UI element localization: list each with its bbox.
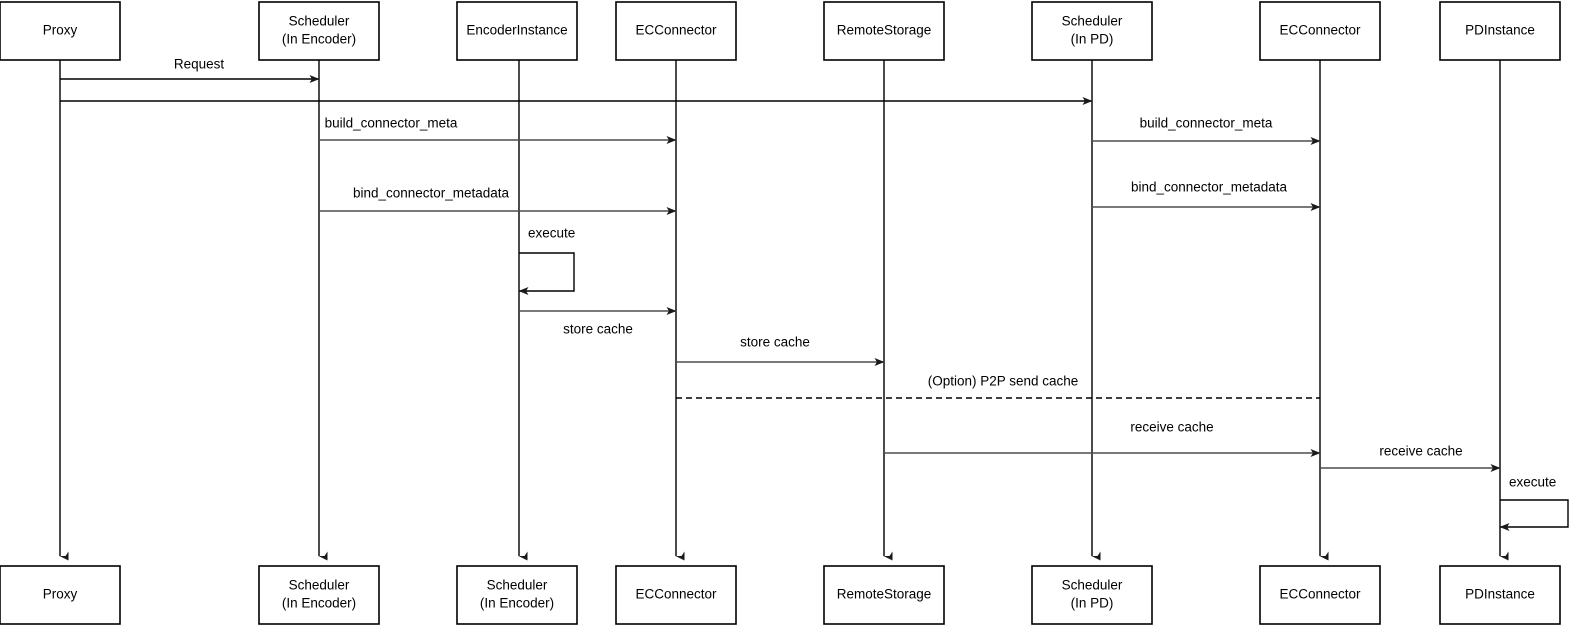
participant-box-bottom-encoder_inst[interactable]: Scheduler (In Encoder): [456, 565, 578, 625]
participant-label-top-remote-line1: RemoteStorage: [837, 23, 932, 38]
message-m11[interactable]: receive cache: [1320, 444, 1501, 472]
participant-box-top-ecconn_pd[interactable]: ECConnector: [1259, 1, 1381, 61]
participant-box-top-proxy[interactable]: Proxy: [0, 1, 121, 61]
participant-label-top-pd_inst-line1: PDInstance: [1465, 23, 1535, 38]
participant-box-rect-bottom-sched_enc: [258, 565, 380, 625]
participant-box-bottom-ecconn_enc[interactable]: ECConnector: [615, 565, 737, 625]
message-label-m3: build_connector_meta: [325, 116, 458, 131]
participant-box-rect-top-ecconn_pd: [1259, 1, 1381, 61]
self-message-label-s1: execute: [528, 226, 575, 241]
participant-box-rect-bottom-remote: [823, 565, 945, 625]
self-message-label-s2: execute: [1509, 475, 1556, 490]
participant-label-top-encoder_inst-line1: EncoderInstance: [466, 23, 567, 38]
message-m9[interactable]: (Option) P2P send cache: [676, 374, 1320, 399]
message-m4[interactable]: build_connector_meta: [1092, 116, 1321, 145]
participant-label-bottom-proxy-line1: Proxy: [43, 587, 78, 602]
participant-label-top-sched_pd-line1: Scheduler: [1062, 14, 1123, 29]
participant-label-bottom-encoder_inst-line2: (In Encoder): [480, 596, 554, 611]
participant-box-bottom-sched_enc[interactable]: Scheduler (In Encoder): [258, 565, 380, 625]
participant-label-bottom-ecconn_enc-line1: ECConnector: [635, 587, 717, 602]
participant-box-rect-bottom-ecconn_pd: [1259, 565, 1381, 625]
message-label-m7: store cache: [563, 322, 633, 337]
message-label-m4: build_connector_meta: [1140, 116, 1273, 131]
message-m5[interactable]: bind_connector_metadata: [319, 186, 677, 215]
message-m6[interactable]: bind_connector_metadata: [1092, 180, 1321, 211]
participant-box-top-encoder_inst[interactable]: EncoderInstance: [456, 1, 578, 61]
participant-box-rect-top-remote: [823, 1, 945, 61]
message-label-m5: bind_connector_metadata: [353, 186, 510, 201]
message-label-m1: Request: [174, 57, 225, 72]
participant-label-bottom-ecconn_pd-line1: ECConnector: [1279, 587, 1361, 602]
message-label-m9: (Option) P2P send cache: [928, 374, 1079, 389]
participant-box-rect-top-pd_inst: [1439, 1, 1561, 61]
participant-label-top-sched_enc-line2: (In Encoder): [282, 32, 356, 47]
self-message-path-s1: [518, 252, 575, 295]
participant-box-bottom-ecconn_pd[interactable]: ECConnector: [1259, 565, 1381, 625]
footer-boxes-group: Proxy Scheduler (In Encoder) Scheduler (In E…: [0, 565, 1561, 625]
participant-box-rect-top-ecconn_enc: [615, 1, 737, 61]
participant-label-bottom-sched_pd-line2: (In PD): [1071, 596, 1114, 611]
self-message-path-s2: [1499, 499, 1569, 531]
participant-box-top-pd_inst[interactable]: PDInstance: [1439, 1, 1561, 61]
participant-label-bottom-remote-line1: RemoteStorage: [837, 587, 932, 602]
participant-box-rect-top-sched_enc: [258, 1, 380, 61]
participant-label-top-sched_enc-line1: Scheduler: [289, 14, 350, 29]
message-label-m11: receive cache: [1379, 444, 1462, 459]
self-message-s1[interactable]: execute: [518, 226, 575, 295]
message-label-m6: bind_connector_metadata: [1131, 180, 1288, 195]
participant-label-bottom-sched_enc-line2: (In Encoder): [282, 596, 356, 611]
participant-box-rect-top-sched_pd: [1031, 1, 1153, 61]
message-m8[interactable]: store cache: [676, 335, 885, 366]
participant-label-top-proxy-line1: Proxy: [43, 23, 78, 38]
message-label-m10: receive cache: [1130, 420, 1213, 435]
participant-box-rect-top-proxy: [0, 1, 121, 61]
participant-box-rect-bottom-sched_pd: [1031, 565, 1153, 625]
message-m10[interactable]: receive cache: [884, 420, 1321, 457]
header-boxes-group: Proxy Scheduler (In Encoder) EncoderInstanc…: [0, 1, 1561, 61]
participant-label-top-sched_pd-line2: (In PD): [1071, 32, 1114, 47]
lifelines-group: [59, 60, 1509, 561]
participant-box-top-remote[interactable]: RemoteStorage: [823, 1, 945, 61]
participant-box-bottom-sched_pd[interactable]: Scheduler (In PD): [1031, 565, 1153, 625]
participant-label-top-ecconn_pd-line1: ECConnector: [1279, 23, 1361, 38]
participant-box-rect-bottom-encoder_inst: [456, 565, 578, 625]
participant-box-top-ecconn_enc[interactable]: ECConnector: [615, 1, 737, 61]
self-message-s2[interactable]: execute: [1499, 475, 1569, 531]
participant-box-rect-bottom-ecconn_enc: [615, 565, 737, 625]
participant-label-bottom-sched_pd-line1: Scheduler: [1062, 578, 1123, 593]
participant-box-bottom-proxy[interactable]: Proxy: [0, 565, 121, 625]
self-messages-group: execute execute: [518, 226, 1569, 531]
message-m7[interactable]: store cache: [519, 307, 677, 337]
participant-label-bottom-sched_enc-line1: Scheduler: [289, 578, 350, 593]
messages-group: Request build_connector_meta build_connect…: [60, 57, 1501, 472]
participant-box-rect-top-encoder_inst: [456, 1, 578, 61]
participant-box-top-sched_enc[interactable]: Scheduler (In Encoder): [258, 1, 380, 61]
participant-label-top-ecconn_enc-line1: ECConnector: [635, 23, 717, 38]
message-m1[interactable]: Request: [60, 57, 320, 83]
message-m3[interactable]: build_connector_meta: [319, 116, 677, 144]
participant-box-bottom-remote[interactable]: RemoteStorage: [823, 565, 945, 625]
message-label-m8: store cache: [740, 335, 810, 350]
participant-label-bottom-pd_inst-line1: PDInstance: [1465, 587, 1535, 602]
participant-box-bottom-pd_inst[interactable]: PDInstance: [1439, 565, 1561, 625]
participant-box-rect-bottom-pd_inst: [1439, 565, 1561, 625]
participant-label-bottom-encoder_inst-line1: Scheduler: [487, 578, 548, 593]
participant-box-rect-bottom-proxy: [0, 565, 121, 625]
participant-box-top-sched_pd[interactable]: Scheduler (In PD): [1031, 1, 1153, 61]
